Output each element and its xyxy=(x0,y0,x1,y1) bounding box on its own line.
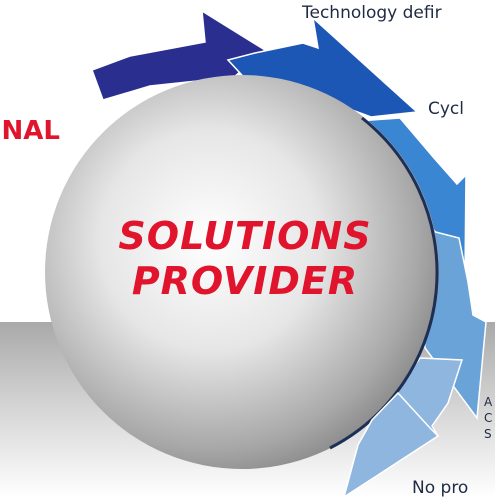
side-fragment-line-2: C xyxy=(484,411,493,425)
label-technology: Technology defir xyxy=(302,3,442,23)
side-text-fragment: A C S xyxy=(484,394,495,442)
left-edge-label: NAL xyxy=(1,116,60,146)
solutions-sphere xyxy=(45,75,439,469)
label-bottom: No pro xyxy=(412,478,469,498)
cycle-arrow-5-tail xyxy=(343,391,440,497)
center-title-line-2: PROVIDER xyxy=(131,259,359,303)
label-cycle: Cycl xyxy=(428,99,465,119)
side-fragment-line-3: S xyxy=(484,427,492,441)
side-fragment-line-1: A xyxy=(484,395,493,409)
center-title: SOLUTIONS PROVIDER xyxy=(90,214,400,304)
center-title-line-1: SOLUTIONS xyxy=(118,214,372,258)
